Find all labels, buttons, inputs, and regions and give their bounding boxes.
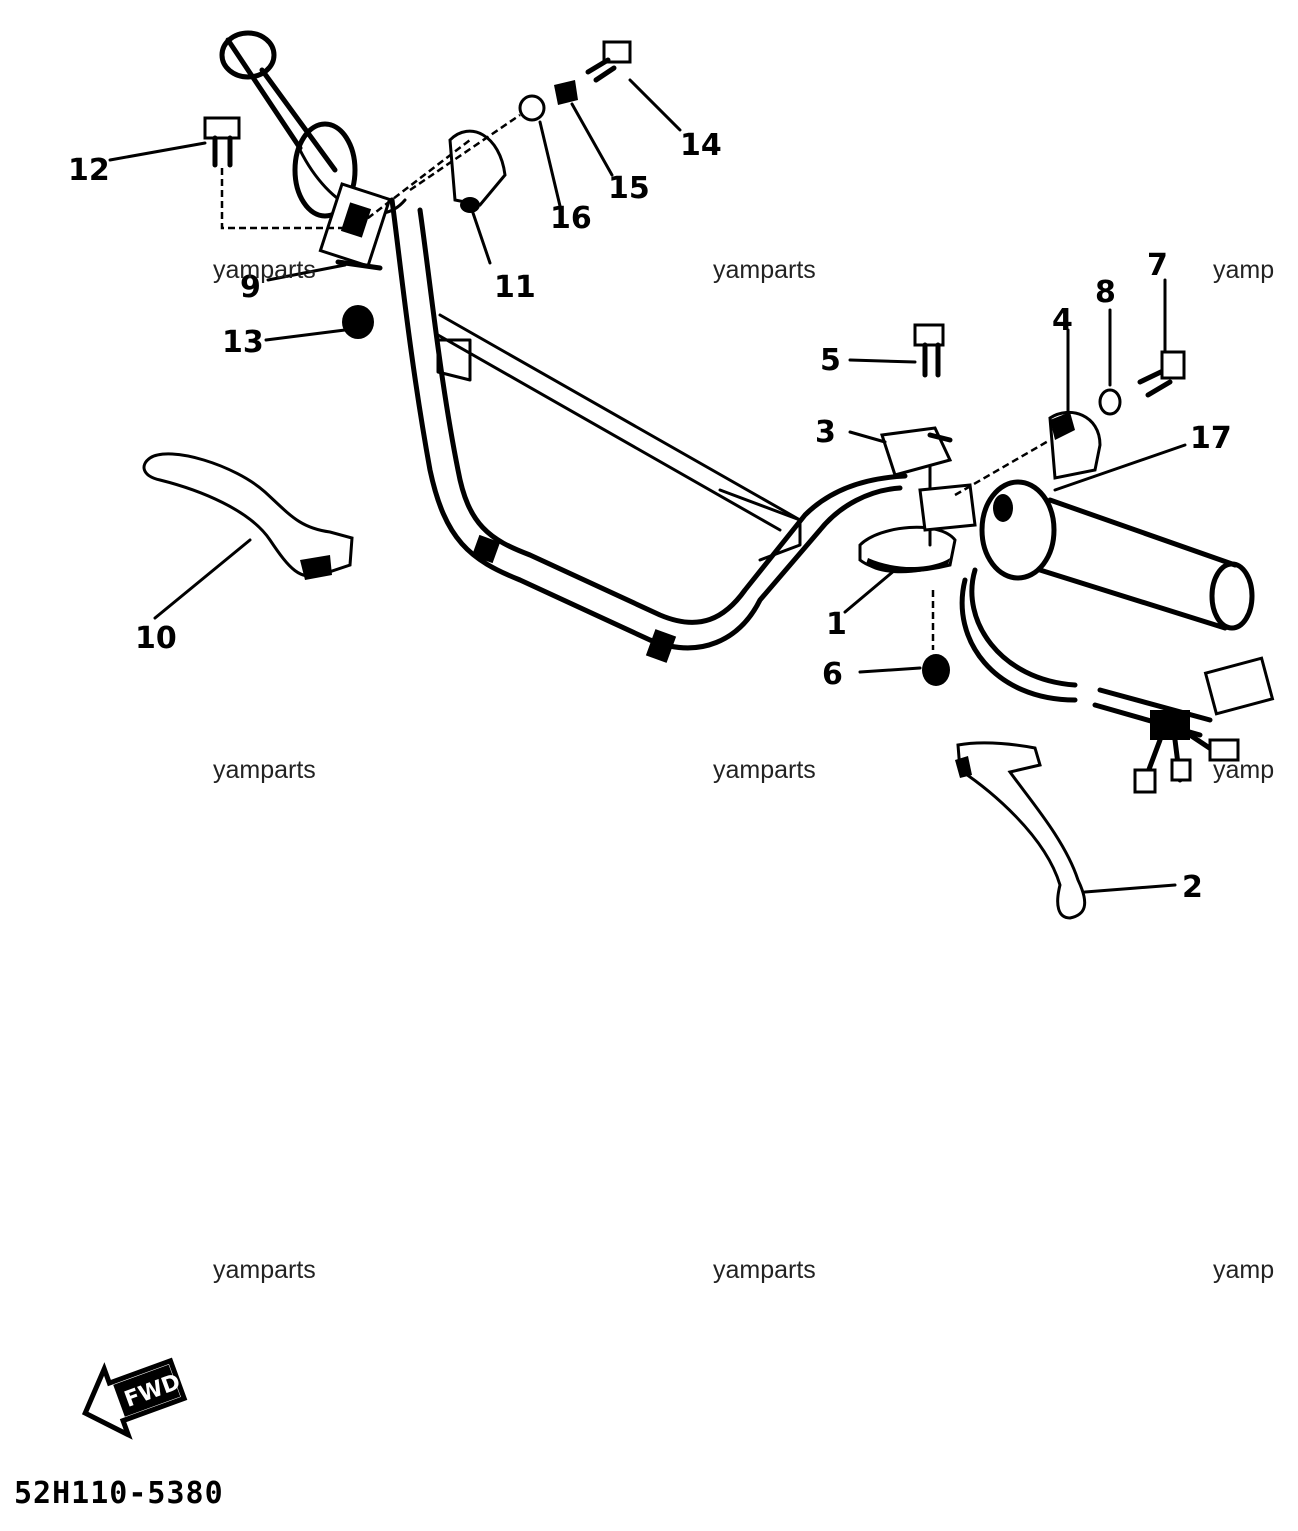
left-lever [142,452,354,580]
callout-5: 5 [820,343,841,378]
callout-14: 14 [680,128,722,163]
watermark: yamparts [713,256,816,284]
throttle-housing [318,182,392,271]
callout-17: 17 [1190,421,1232,456]
callout-12: 12 [68,153,110,188]
callout-2: 2 [1182,870,1203,905]
watermark: yamp [1213,756,1275,784]
watermark: yamp [1213,256,1275,284]
lever-bracket [858,458,977,574]
leader-lines [108,78,1187,894]
callout-7: 7 [1147,248,1168,283]
fwd-arrow-icon: FWD [81,1357,188,1440]
callout-6: 6 [822,657,843,692]
callout-13: 13 [222,325,264,360]
callout-4: 4 [1052,303,1073,338]
watermark: yamparts [713,1256,816,1284]
callout-15: 15 [608,171,650,206]
watermark: yamparts [213,256,316,284]
callout-11: 11 [494,270,536,305]
left-grip [219,30,407,219]
diagram-code: 52H110-5380 [14,1476,224,1511]
watermark: yamp [1213,1256,1275,1284]
handlebar [389,197,908,663]
wire-connector [1092,656,1275,794]
watermark: yamparts [213,1256,316,1284]
callout-10: 10 [135,621,177,656]
callout-3: 3 [815,415,836,450]
right-lever [955,741,1087,920]
callout-9: 9 [240,270,261,305]
watermark: yamparts [213,756,316,784]
callout-16: 16 [550,201,592,236]
hardware [203,40,1186,686]
callout-1: 1 [826,607,847,642]
watermark: yamparts [713,756,816,784]
callout-labels: 1 2 3 4 5 6 7 8 9 10 11 12 13 14 15 16 1… [68,128,1232,905]
right-grip [959,479,1255,703]
callout-8: 8 [1095,275,1116,310]
